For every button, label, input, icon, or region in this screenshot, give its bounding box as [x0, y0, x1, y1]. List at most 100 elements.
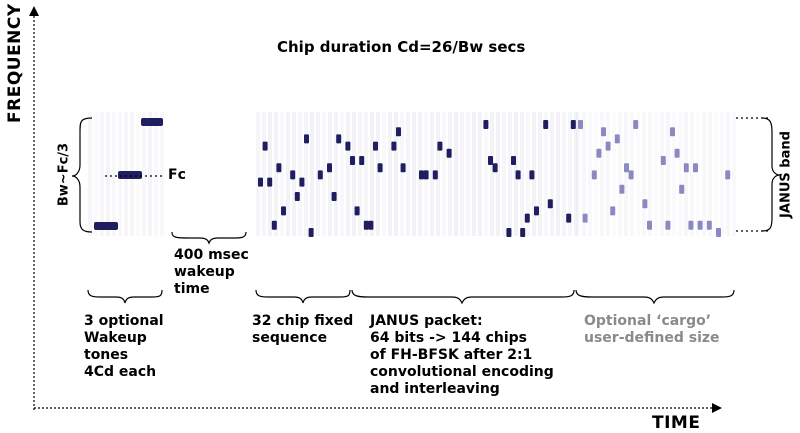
- segment-label-wakeup: 3 optional Wakeup tones 4Cd each: [84, 313, 164, 381]
- chip: [368, 220, 374, 230]
- spectrogram-wash: [112, 112, 116, 236]
- chip: [391, 141, 397, 151]
- chip: [506, 228, 512, 237]
- chip: [317, 170, 323, 180]
- wakeup-gap-label: 400 msec wakeup time: [174, 247, 249, 298]
- chip: [693, 163, 698, 173]
- segment-line: user-defined size: [584, 330, 720, 346]
- spectrogram-wash: [708, 112, 712, 236]
- spectrogram-wash: [720, 112, 724, 236]
- spectrogram-wash: [160, 112, 164, 236]
- chip: [373, 141, 378, 151]
- wakeup-gap-brace: [171, 231, 247, 245]
- chip: [267, 177, 273, 187]
- chip: [290, 170, 296, 180]
- spectrogram-wash: [600, 112, 604, 236]
- spectrogram-wash: [334, 112, 338, 236]
- chip: [529, 170, 535, 180]
- janus-band-label: JANUS band: [778, 131, 794, 218]
- chip: [670, 127, 675, 137]
- spectrogram-wash: [442, 112, 446, 236]
- spectrogram-wash: [352, 112, 356, 236]
- spectrogram-wash: [624, 112, 628, 236]
- spectrogram-wash: [508, 112, 512, 236]
- chip: [299, 177, 305, 187]
- segment-line: and interleaving: [370, 381, 500, 397]
- spectrogram-wash: [714, 112, 718, 236]
- chip: [400, 163, 406, 173]
- wakeup-tone: [94, 222, 118, 230]
- spectrogram-wash: [436, 112, 440, 236]
- segment-brace-wakeup: [87, 289, 163, 304]
- spectrogram-wash: [268, 112, 272, 236]
- chip: [624, 163, 629, 173]
- chip: [308, 228, 314, 237]
- spectrogram-wash: [660, 112, 664, 236]
- chip: [570, 120, 576, 129]
- chip: [716, 228, 721, 237]
- segment-brace-fixed-sequence: [255, 289, 351, 304]
- spectrogram-wash: [666, 112, 670, 236]
- spectrogram-wash: [430, 112, 434, 236]
- segment-line: JANUS packet:: [370, 313, 483, 329]
- chip: [524, 213, 530, 223]
- spectrogram-wash: [654, 112, 658, 236]
- spectrogram-wash: [544, 112, 548, 236]
- bandwidth-brace: [71, 117, 93, 233]
- time-axis-label: TIME: [652, 413, 701, 433]
- spectrogram-wash: [490, 112, 494, 236]
- spectrogram-wash: [340, 112, 344, 236]
- spectrogram-wash: [400, 112, 404, 236]
- spectrogram-wash: [286, 112, 290, 236]
- chip: [665, 220, 671, 230]
- spectrogram-wash: [376, 112, 380, 236]
- chip: [642, 199, 648, 209]
- chip: [276, 163, 282, 173]
- spectrogram-wash: [310, 112, 314, 236]
- chip: [423, 170, 429, 180]
- chip: [725, 170, 731, 180]
- wakeup-tone: [118, 171, 142, 179]
- chip: [578, 120, 583, 129]
- chip: [271, 220, 277, 230]
- chip: [547, 199, 553, 209]
- spectrogram-wash: [618, 112, 622, 236]
- chip: [331, 192, 337, 201]
- spectrogram-wash: [406, 112, 410, 236]
- segment-line: Wakeup: [84, 330, 147, 346]
- spectrogram-wash: [88, 112, 92, 236]
- chip: [483, 120, 489, 129]
- segment-brace-janus-packet: [351, 289, 575, 305]
- spectrogram-wash: [358, 112, 362, 236]
- chip: [377, 163, 383, 173]
- spectrogram-wash: [502, 112, 506, 236]
- segment-line: 4Cd each: [84, 364, 157, 380]
- segment-line: convolutional encoding: [370, 364, 554, 380]
- spectrogram-wash: [466, 112, 470, 236]
- spectrogram-wash: [412, 112, 416, 236]
- spectrogram-wash: [304, 112, 308, 236]
- spectrogram-wash: [642, 112, 646, 236]
- spectrogram-wash: [612, 112, 616, 236]
- chip: [488, 156, 493, 165]
- spectrogram-wash: [672, 112, 676, 236]
- spectrogram-wash: [478, 112, 482, 236]
- spectrogram-wash: [394, 112, 398, 236]
- chip: [543, 120, 549, 129]
- chip: [610, 206, 616, 216]
- chip: [336, 134, 342, 144]
- segment-line: tones: [84, 347, 129, 363]
- chip: [492, 163, 498, 173]
- chip: [437, 141, 443, 151]
- segment-label-janus-packet: JANUS packet: 64 bits -> 144 chips of FH…: [370, 313, 554, 398]
- chip: [614, 134, 620, 144]
- spectrogram-wash: [298, 112, 302, 236]
- chip: [633, 120, 639, 129]
- spectrogram-wash: [648, 112, 652, 236]
- spectrogram-wash: [588, 112, 592, 236]
- chip: [566, 213, 572, 223]
- spectrogram-wash: [454, 112, 458, 236]
- segment-line: Optional ‘cargo’: [584, 313, 712, 329]
- segment-line: 32 chip fixed: [252, 313, 354, 329]
- spectrogram-wash: [262, 112, 266, 236]
